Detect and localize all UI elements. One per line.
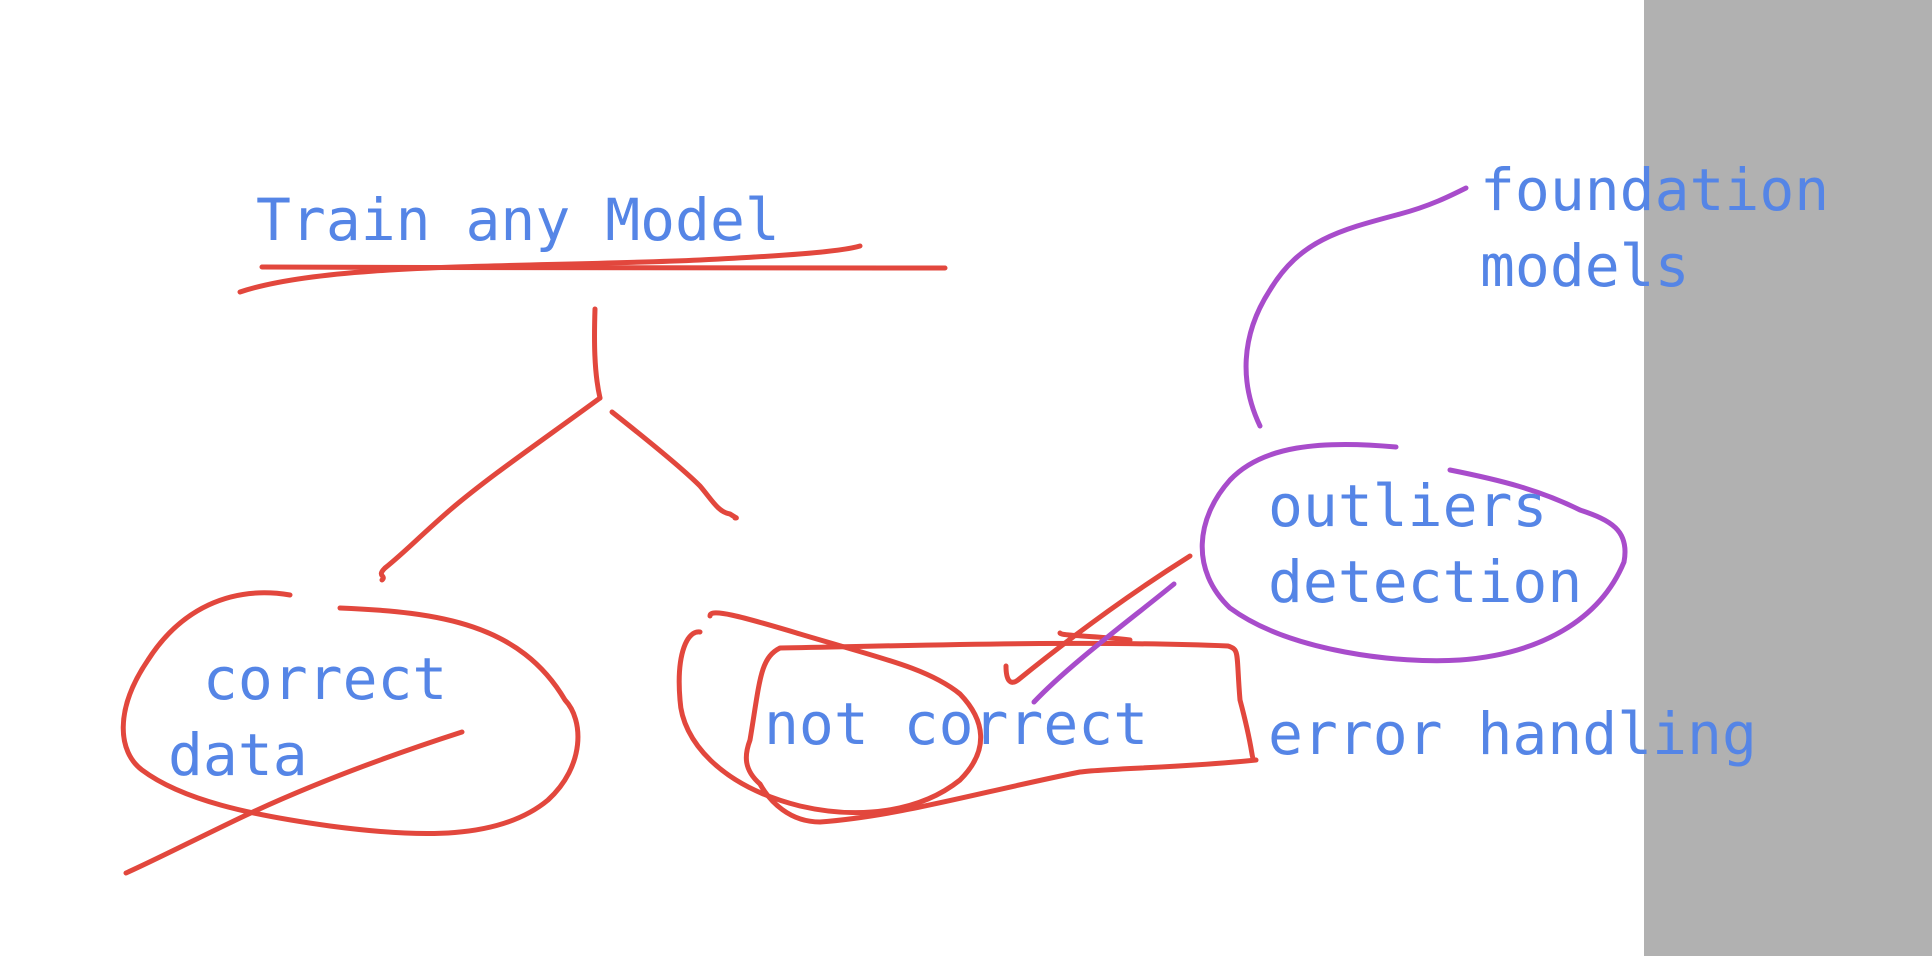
red-ink-strokes xyxy=(120,243,1259,876)
not-correct-box xyxy=(743,640,1259,825)
error-handling-label: error handling xyxy=(1268,700,1757,768)
side-panel xyxy=(1644,0,1932,956)
branch-stem xyxy=(592,306,603,401)
correct-data-cross xyxy=(123,729,465,876)
outliers-detection-label: outliers detection xyxy=(1268,472,1583,616)
correct-data-label: correct data xyxy=(168,645,448,789)
title-underline-1 xyxy=(259,264,948,271)
not-correct-loop-outer xyxy=(676,610,984,816)
branch-left xyxy=(378,395,603,583)
foundation-models-label: foundation models xyxy=(1480,156,1830,300)
outliers-tick xyxy=(1031,581,1177,705)
outliers-loop xyxy=(1199,441,1628,664)
train-any-model-label: Train any Model xyxy=(256,186,780,254)
not-correct-label: not correct xyxy=(764,690,1149,758)
correct-data-loop xyxy=(120,590,581,837)
not-correct-tick xyxy=(1003,553,1193,685)
branch-right xyxy=(609,409,739,521)
title-underline-2 xyxy=(237,243,863,295)
foundation-connector xyxy=(1243,185,1469,429)
purple-ink-strokes xyxy=(1031,185,1628,705)
